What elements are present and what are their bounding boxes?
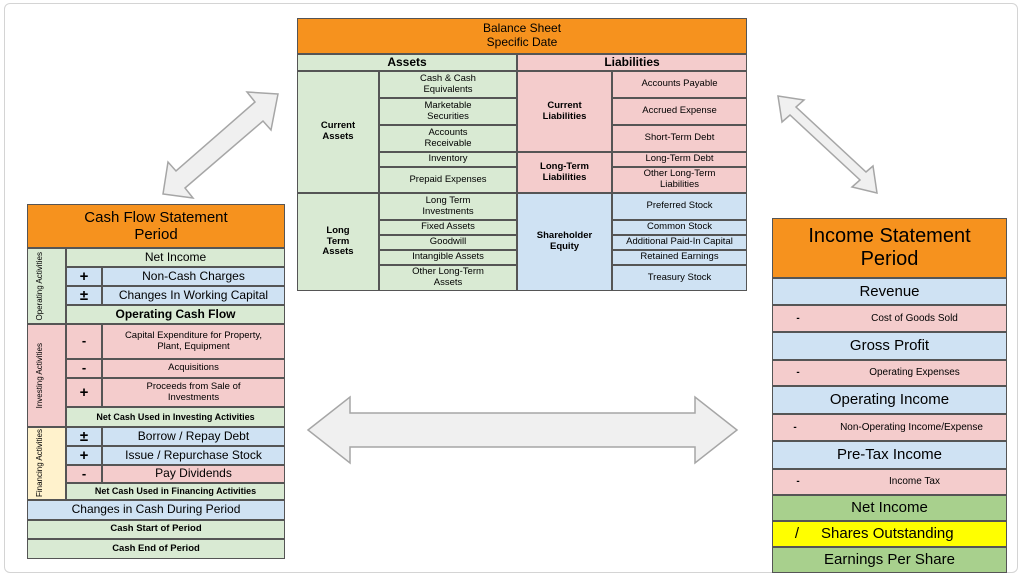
issue-sign: + (66, 446, 102, 465)
working-capital-sign: ± (66, 286, 102, 305)
long-term-liability-item: Other Long-Term Liabilities (612, 167, 747, 193)
long-term-asset-item: Goodwill (379, 235, 517, 250)
financing-activities-text: Financing Activities (34, 429, 44, 498)
shares-row: / Shares Outstanding (772, 521, 1007, 547)
current-asset-item: Cash & Cash Equivalents (379, 71, 517, 98)
issue-repurchase-stock: Issue / Repurchase Stock (102, 446, 285, 465)
changes-in-working-capital: Changes In Working Capital (102, 286, 285, 305)
shares-sign: / (794, 525, 800, 543)
pay-dividends: Pay Dividends (102, 465, 285, 483)
financing-activities-label: Financing Activities (27, 427, 66, 500)
arrow-cashflow-balance (162, 91, 279, 199)
income-statement-title: Income Statement Period (772, 218, 1007, 278)
cogs-sign: - (796, 312, 800, 324)
long-term-asset-item: Fixed Assets (379, 220, 517, 235)
balance-sheet-title: Balance Sheet Specific Date (297, 18, 747, 54)
opex-row: - Operating Expenses (772, 360, 1007, 386)
long-term-assets-label: Long Term Assets (297, 193, 379, 291)
net-cash-investing: Net Cash Used in Investing Activities (66, 407, 285, 427)
cost-of-goods-sold: Cost of Goods Sold (871, 312, 958, 324)
non-operating-income-expense: Non-Operating Income/Expense (840, 421, 983, 433)
investing-activities-label: Investing Activities (27, 324, 66, 427)
proceeds-from-sale: Proceeds from Sale of Investments (102, 378, 285, 407)
borrow-repay-debt: Borrow / Repay Debt (102, 427, 285, 446)
balance-sheet-title-line2: Specific Date (486, 35, 558, 49)
cf-net-income: Net Income (66, 248, 285, 267)
acquisitions: Acquisitions (102, 359, 285, 378)
nonop-sign: - (793, 421, 797, 433)
cash-flow-title-line2: Period (134, 226, 178, 243)
non-cash-charges: Non-Cash Charges (102, 267, 285, 286)
long-term-liabilities-label: Long-Term Liabilities (517, 152, 612, 193)
income-statement-title-line2: Period (860, 248, 919, 270)
equity-item: Additional Paid-In Capital (612, 235, 747, 250)
revenue: Revenue (772, 278, 1007, 305)
long-term-asset-item: Other Long-Term Assets (379, 265, 517, 291)
current-asset-item: Marketable Securities (379, 98, 517, 125)
current-liability-item: Accrued Expense (612, 98, 747, 125)
equity-item: Common Stock (612, 220, 747, 235)
cash-end-of-period: Cash End of Period (27, 539, 285, 559)
opex-sign: - (796, 367, 800, 379)
operating-activities-label: Operating Activities (27, 248, 66, 324)
current-asset-item: Prepaid Expenses (379, 167, 517, 193)
current-liability-item: Accounts Payable (612, 71, 747, 98)
arrow-balance-income (777, 95, 878, 194)
cash-start-of-period: Cash Start of Period (27, 520, 285, 539)
non-cash-sign: + (66, 267, 102, 286)
income-tax: Income Tax (889, 476, 940, 488)
cogs-row: - Cost of Goods Sold (772, 305, 1007, 332)
operating-expenses: Operating Expenses (869, 367, 960, 379)
operating-activities-text: Operating Activities (34, 251, 44, 321)
income-statement: Income Statement Period Revenue - Cost o… (772, 218, 1007, 573)
pre-tax-income: Pre-Tax Income (772, 441, 1007, 469)
cash-flow-title-line1: Cash Flow Statement (84, 208, 228, 226)
current-asset-item: Accounts Receivable (379, 125, 517, 152)
liabilities-header: Liabilities (517, 54, 747, 71)
assets-header: Assets (297, 54, 517, 71)
diagram-frame (4, 3, 1018, 573)
current-assets-label: Current Assets (297, 71, 379, 193)
operating-income: Operating Income (772, 386, 1007, 414)
acquisitions-sign: - (66, 359, 102, 378)
equity-item: Treasury Stock (612, 265, 747, 291)
borrow-sign: ± (66, 427, 102, 446)
long-term-asset-item: Long Term Investments (379, 193, 517, 220)
arrow-cashflow-income (306, 395, 739, 465)
current-liability-item: Short-Term Debt (612, 125, 747, 152)
long-term-liability-item: Long-Term Debt (612, 152, 747, 167)
tax-sign: - (796, 476, 800, 488)
shares-outstanding: Shares Outstanding (821, 525, 954, 543)
current-asset-item: Inventory (379, 152, 517, 167)
equity-item: Preferred Stock (612, 193, 747, 220)
changes-in-cash: Changes in Cash During Period (27, 500, 285, 520)
is-net-income: Net Income (772, 495, 1007, 521)
earnings-per-share: Earnings Per Share (772, 547, 1007, 573)
dividends-sign: - (66, 465, 102, 483)
balance-sheet-title-line1: Balance Sheet (482, 21, 562, 36)
capital-expenditure: Capital Expenditure for Property, Plant,… (102, 324, 285, 359)
balance-sheet: Balance Sheet Specific Date Assets Liabi… (297, 18, 747, 291)
cash-flow-title: Cash Flow Statement Period (27, 204, 285, 248)
income-statement-title-line1: Income Statement (808, 225, 971, 247)
current-liabilities-label: Current Liabilities (517, 71, 612, 152)
tax-row: - Income Tax (772, 469, 1007, 495)
gross-profit: Gross Profit (772, 332, 1007, 360)
shareholder-equity-label: Shareholder Equity (517, 193, 612, 291)
operating-cash-flow: Operating Cash Flow (66, 305, 285, 324)
investing-activities-text: Investing Activities (34, 342, 44, 409)
equity-item: Retained Earnings (612, 250, 747, 265)
proceeds-sign: + (66, 378, 102, 407)
capex-sign: - (66, 324, 102, 359)
long-term-asset-item: Intangible Assets (379, 250, 517, 265)
net-cash-financing: Net Cash Used in Financing Activities (66, 483, 285, 500)
cash-flow-statement: Cash Flow Statement Period Operating Act… (27, 204, 285, 559)
nonop-row: - Non-Operating Income/Expense (772, 414, 1007, 441)
